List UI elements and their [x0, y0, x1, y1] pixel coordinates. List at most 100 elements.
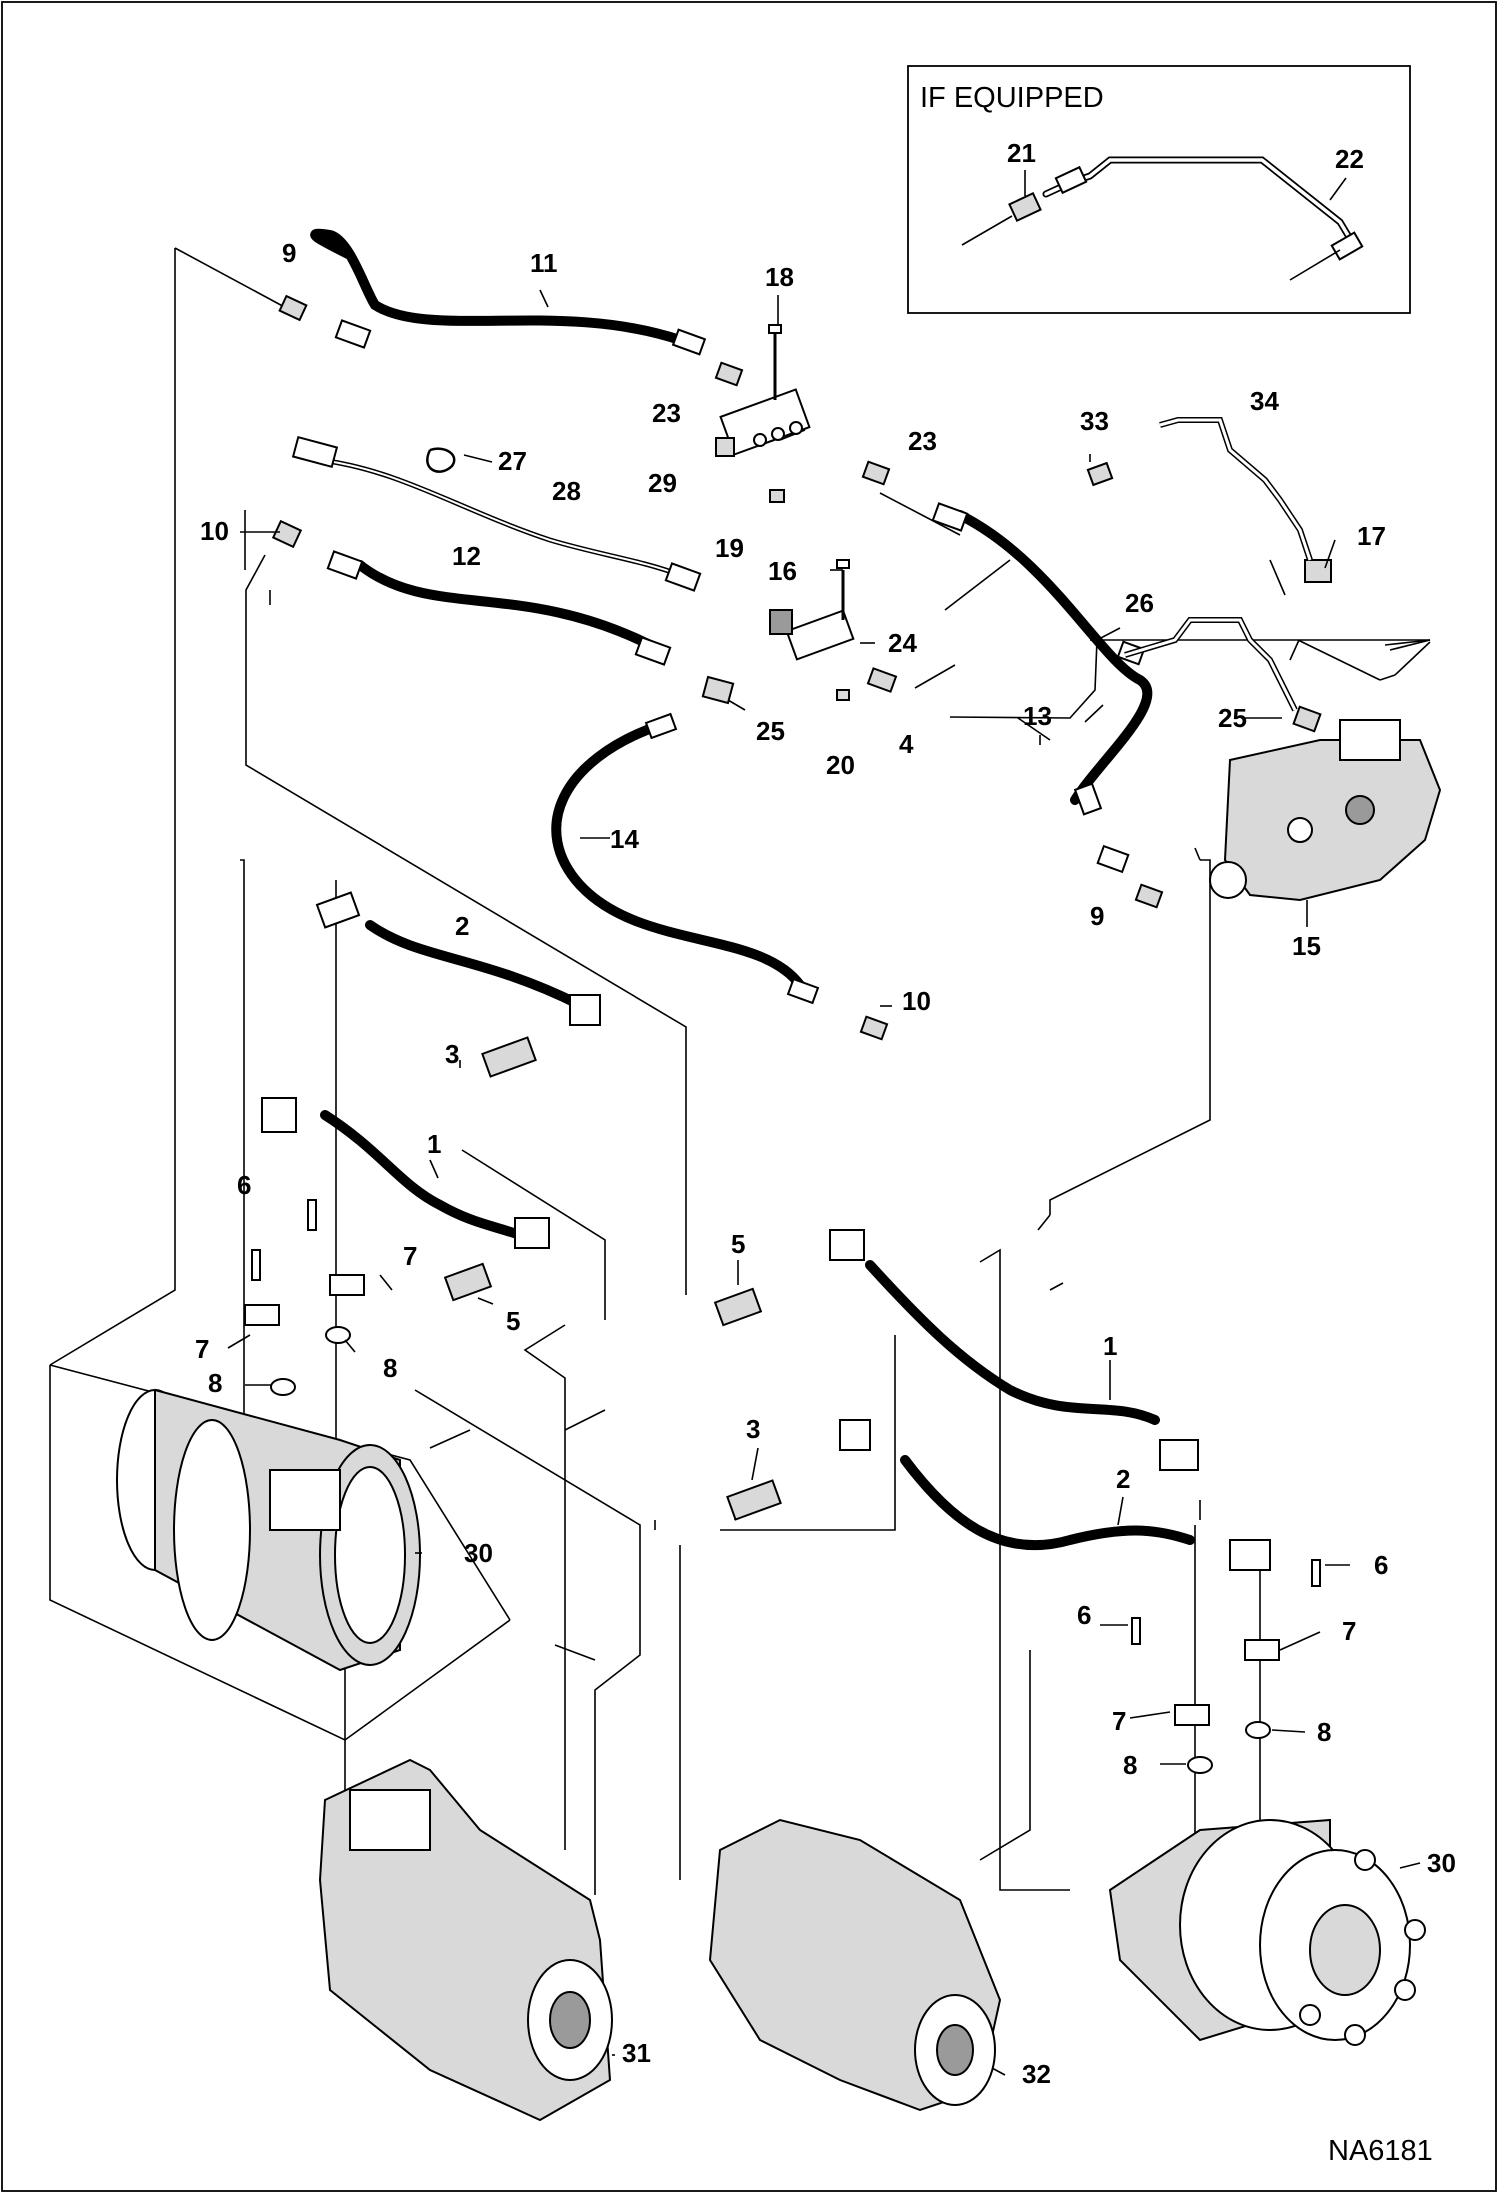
valve-block-29 [719, 388, 811, 456]
motor-right-center [1309, 1904, 1381, 1996]
callout: 4 [899, 729, 914, 759]
inset-fitting-nut-end [1330, 231, 1364, 261]
check-valve-3 [726, 1479, 782, 1521]
callout: 6 [1374, 1550, 1388, 1580]
o-ring-8 [325, 1326, 351, 1344]
bolt-6 [1311, 1559, 1321, 1587]
inset-fitting-nut [1054, 165, 1088, 195]
callout: 1 [1103, 1331, 1117, 1361]
bolt-6 [307, 1199, 317, 1231]
hose-end [634, 636, 672, 666]
hose-end [1073, 782, 1103, 816]
hose-12 [355, 560, 655, 650]
callout: 30 [464, 1538, 493, 1568]
callout: 15 [1292, 931, 1321, 961]
callout: 18 [765, 262, 794, 292]
callout: 32 [1022, 2059, 1051, 2089]
callout: 6 [1077, 1600, 1091, 1630]
pump-detail [1345, 795, 1375, 825]
callout: 8 [383, 1353, 397, 1383]
callout: 25 [756, 716, 785, 746]
tube-34 [1159, 417, 1313, 561]
callout: 27 [498, 446, 527, 476]
check-valve-3 [481, 1036, 537, 1078]
if-equipped-inset: IF EQUIPPED [907, 65, 1411, 314]
callout: 33 [1080, 406, 1109, 436]
callout: 11 [530, 248, 558, 278]
bolt-18-head [768, 324, 782, 334]
wheel-stud [1354, 1849, 1376, 1871]
pump-15 [1209, 719, 1442, 902]
callout: 7 [1342, 1616, 1356, 1646]
callout: 3 [746, 1414, 760, 1444]
o-ring-8 [1187, 1756, 1213, 1774]
hose-elbow [261, 1097, 297, 1133]
callout: 7 [403, 1241, 417, 1271]
valve-block-24 [785, 609, 855, 661]
fittings [244, 294, 1332, 1774]
hose-elbow [1159, 1439, 1199, 1471]
callout: 23 [652, 398, 681, 428]
port [771, 427, 785, 441]
callout: 14 [610, 824, 639, 854]
callout: 23 [908, 426, 937, 456]
hose-end [315, 891, 361, 929]
callout: 20 [826, 750, 855, 780]
fitting-25 [1292, 705, 1322, 733]
hose-elbow [569, 994, 601, 1026]
pump-detail [1287, 817, 1313, 843]
callout: 21 [1007, 138, 1036, 168]
flange-half-7 [1244, 1639, 1280, 1661]
flange-half-7 [244, 1304, 280, 1326]
hose-end [786, 977, 820, 1005]
callout: 8 [208, 1368, 222, 1398]
hose-elbow [514, 1217, 550, 1249]
callout: 10 [200, 516, 229, 546]
pump-15-body [1223, 739, 1442, 902]
wheel-stud [1394, 1979, 1416, 2001]
wheel-stud [1404, 1919, 1426, 1941]
nut-19 [769, 489, 785, 503]
hydrostatic-pump-32 [708, 1818, 1002, 2112]
callout: 1 [427, 1129, 441, 1159]
valve-block-top [715, 324, 811, 503]
callout: 26 [1125, 588, 1154, 618]
callout: 19 [715, 533, 744, 563]
motor-flange [173, 1419, 251, 1641]
fitting-10 [859, 1015, 889, 1041]
callout-leaders [227, 289, 1421, 2076]
hose-end [326, 550, 364, 580]
callout: 3 [445, 1039, 459, 1069]
hose-end [839, 1419, 871, 1451]
wheel-stud [1299, 2004, 1321, 2026]
drawing-number: NA6181 [1328, 2135, 1433, 2167]
callout: 17 [1357, 521, 1386, 551]
plug [715, 437, 735, 457]
hose-2-right [900, 1455, 1195, 1551]
leader [1289, 249, 1341, 281]
callout: 7 [1112, 1706, 1126, 1736]
inset-fitting-21 [1008, 192, 1042, 222]
harness-connector [664, 562, 702, 592]
fitting-10 [271, 519, 303, 549]
hose-1-right [865, 1260, 1160, 1425]
callout: 10 [902, 986, 931, 1016]
callout: 5 [506, 1306, 520, 1336]
callout: 8 [1123, 1750, 1137, 1780]
callout: 30 [1427, 1848, 1456, 1878]
adapter-5 [713, 1287, 763, 1327]
hoses [310, 228, 1195, 1551]
leader [1329, 177, 1347, 201]
hose-end [671, 328, 707, 356]
hose-14 [551, 720, 805, 990]
callout: 9 [282, 238, 296, 268]
tube-26-inner [1124, 618, 1297, 711]
port [753, 433, 767, 447]
hose-elbow [829, 1229, 865, 1261]
callout: 5 [731, 1229, 745, 1259]
motor-ring-inner [334, 1466, 406, 1644]
pump-head [1339, 719, 1401, 761]
hydrostatic-pump-31 [318, 1758, 613, 2122]
